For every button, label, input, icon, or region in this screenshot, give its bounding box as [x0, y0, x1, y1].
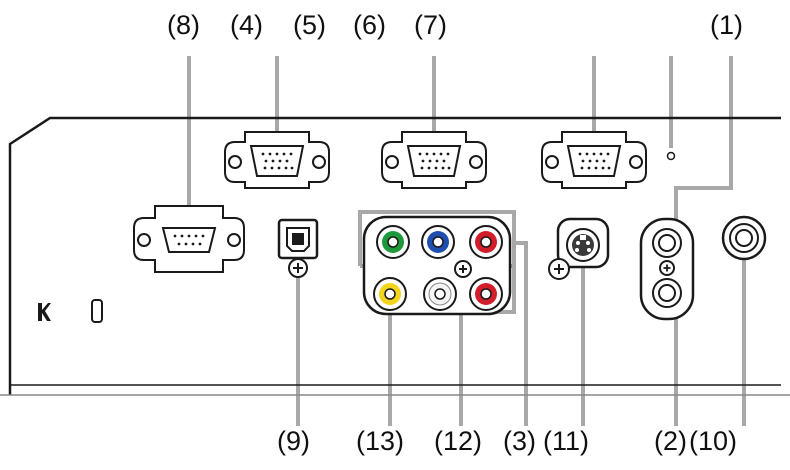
video-jack — [373, 277, 407, 311]
monitor-out-port — [541, 131, 647, 189]
callout-8: (8) — [167, 10, 200, 40]
usb-port — [277, 218, 319, 278]
security-slot — [91, 299, 103, 323]
audio-in-r-jack — [469, 277, 503, 311]
audio-in-pair — [639, 217, 695, 321]
computer-in-1-port — [224, 131, 330, 189]
callout-3: (3) — [503, 426, 536, 456]
s-video-port — [548, 217, 610, 280]
computer-in-2-port — [381, 131, 487, 189]
indicator-dot — [666, 151, 676, 161]
callout-11: (11) — [543, 426, 590, 456]
callout-5: (5) — [293, 10, 326, 40]
component-group-box — [358, 210, 516, 266]
rca-block — [362, 215, 512, 316]
callout-7: (7) — [414, 10, 447, 40]
rca-block-screw — [454, 260, 472, 278]
audio-out-jack — [721, 215, 767, 261]
callout-12: (12) — [434, 426, 483, 456]
component-cr-jack — [469, 225, 503, 259]
component-cb-jack — [421, 225, 455, 259]
callout-13: (13) — [356, 426, 405, 456]
callout-9: (9) — [277, 426, 310, 456]
control-port — [133, 205, 245, 273]
callout-2: (2) — [654, 426, 687, 456]
chassis-outline — [8, 116, 781, 395]
callout-6: (6) — [353, 10, 386, 40]
callout-4: (4) — [230, 10, 263, 40]
component-y-jack — [376, 225, 410, 259]
kensington-lock — [38, 303, 51, 321]
callout-10: (10) — [689, 426, 738, 456]
leader-3 — [514, 241, 528, 426]
chassis — [0, 116, 790, 396]
audio-in-l-jack — [423, 277, 457, 311]
callout-1: (1) — [710, 10, 743, 40]
